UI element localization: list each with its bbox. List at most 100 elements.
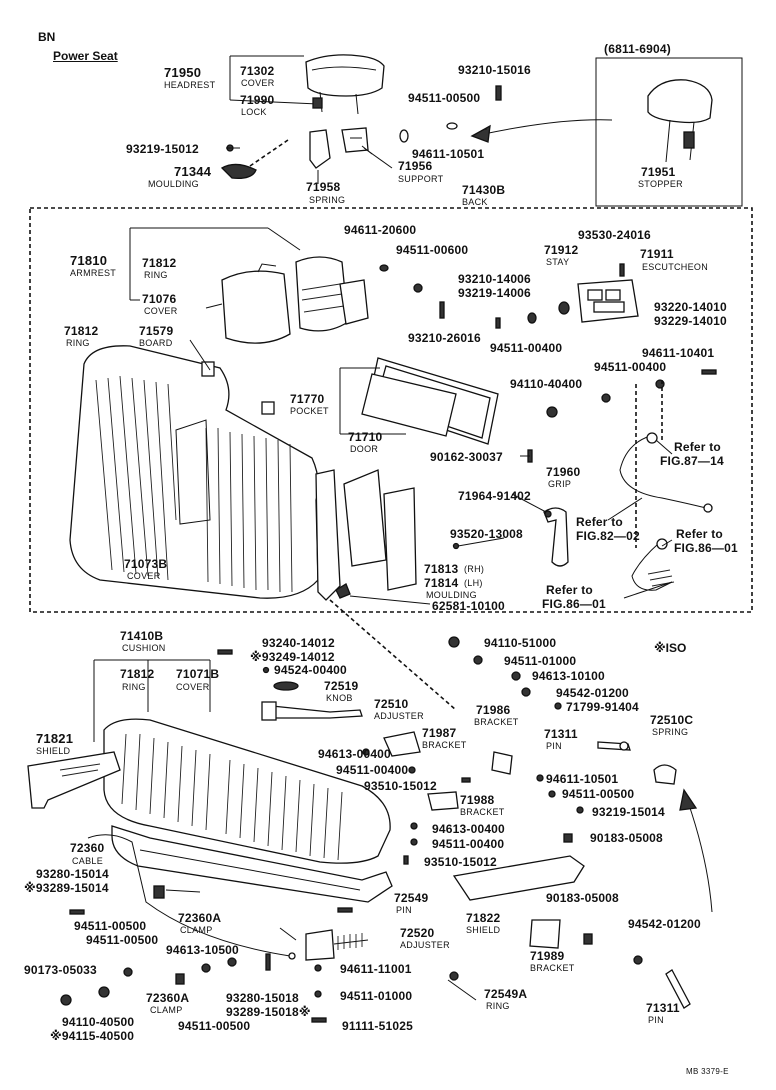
label-94613-00400-b: 94613-00400	[432, 822, 505, 836]
label-90162-30037: 90162-30037	[430, 450, 503, 464]
label-93289-15014: ※93289-15014	[24, 881, 109, 895]
ring-72549a	[449, 971, 459, 981]
bolt-93210-26016	[439, 301, 445, 319]
label-93510-15012-b: 93510-15012	[424, 855, 497, 869]
nut-94110-40500	[98, 986, 110, 998]
label-71311-a: 71311	[544, 727, 578, 741]
label-94511-00500-e: 94511-00500	[178, 1019, 251, 1033]
name-pin-72549: PIN	[396, 905, 412, 915]
inset-headrest-71951	[647, 79, 713, 163]
name-spring-71958: SPRING	[309, 195, 346, 205]
label-71410b: 71410B	[120, 629, 164, 643]
name-ring-a: RING	[144, 270, 168, 280]
cable-72360	[87, 834, 291, 957]
washer-94542-01200	[521, 687, 531, 697]
ref-fig87-line1: Refer to	[674, 440, 721, 454]
washer-94511-00500	[446, 122, 458, 130]
bracket-71986	[491, 751, 513, 775]
label-71710: 71710	[348, 430, 383, 444]
nut-94110-40400	[546, 406, 558, 418]
label-90183-05008-a: 90183-05008	[590, 831, 663, 845]
ref-fig82-line1: Refer to	[576, 515, 623, 529]
label-71430b: 71430B	[462, 183, 506, 197]
label-94511-00500-c: 94511-00500	[74, 919, 147, 933]
label-94524-00400: 94524-00400	[274, 663, 347, 677]
adjuster-72520	[305, 929, 335, 961]
shield-71822	[452, 855, 585, 901]
iso-arrow	[687, 801, 713, 913]
bolt-93240	[217, 649, 233, 655]
spring-71958	[309, 129, 331, 184]
label-72549: 72549	[394, 891, 429, 905]
label-71073b: 71073B	[124, 557, 168, 571]
label-94511-01000-a: 94511-01000	[504, 654, 577, 668]
label-94511-00500-a: 94511-00500	[408, 91, 481, 105]
side-71814: (LH)	[464, 578, 483, 588]
clip-62581	[335, 583, 351, 599]
label-93520-13008: 93520-13008	[450, 527, 523, 541]
screw-71964	[544, 510, 552, 518]
inset-arrowhead	[470, 124, 491, 143]
iso-note: ※ISO	[654, 641, 687, 655]
bolt-93220-14010	[701, 369, 717, 375]
name-bracket-71986: BRACKET	[474, 717, 519, 727]
name-pin-a: PIN	[546, 741, 562, 751]
label-93210-14006: 93210-14006	[458, 272, 531, 286]
label-94611-10401: 94611-10401	[642, 346, 715, 360]
name-headrest: HEADREST	[164, 80, 216, 90]
label-71812-a: 71812	[142, 256, 177, 270]
side-71813: (RH)	[464, 564, 485, 574]
washer-94613-10100	[511, 671, 521, 681]
label-94542-01200-a: 94542-01200	[556, 686, 629, 700]
label-71988: 71988	[460, 793, 495, 807]
label-90173-05033: 90173-05033	[24, 963, 97, 977]
model-code: BN	[38, 30, 56, 44]
nut-94110-51000	[448, 636, 460, 648]
label-93229-14010: 93229-14010	[654, 314, 727, 328]
label-71076: 71076	[142, 292, 177, 306]
bolt-93210-14006	[495, 317, 501, 329]
adjuster-72510	[271, 705, 363, 719]
ref-fig86a-line2: FIG.86—01	[674, 541, 738, 555]
label-93210-15016: 93210-15016	[458, 63, 531, 77]
label-94613-00400-a: 94613-00400	[318, 747, 391, 761]
label-71912: 71912	[544, 243, 579, 257]
label-72360: 72360	[70, 841, 105, 855]
inset-arrow	[483, 119, 613, 135]
label-71956: 71956	[398, 159, 433, 173]
label-94115-40500: ※94115-40500	[50, 1029, 135, 1043]
label-94611-11001: 94611-11001	[340, 962, 412, 976]
label-71950: 71950	[164, 65, 202, 80]
label-94611-20600: 94611-20600	[344, 223, 417, 237]
name-cushion: CUSHION	[122, 643, 166, 653]
name-board: BOARD	[139, 338, 173, 348]
label-90183-05008-b: 90183-05008	[546, 891, 619, 905]
name-stopper: STOPPER	[638, 179, 683, 189]
screw-93530-24016	[619, 263, 625, 277]
label-94511-00500-b: 94511-00500	[562, 787, 635, 801]
headrest-71950	[229, 54, 385, 115]
name-door: DOOR	[350, 444, 379, 454]
label-93280-15018: 93280-15018	[226, 991, 299, 1005]
label-72510c: 72510C	[650, 713, 694, 727]
name-bracket-71987: BRACKET	[422, 740, 467, 750]
spring-72510c	[653, 764, 677, 785]
bolt-93210-15016	[495, 85, 502, 101]
moulding-dash	[249, 139, 289, 167]
name-support: SUPPORT	[398, 174, 444, 184]
washer-94611-10501	[399, 129, 409, 143]
label-72510: 72510	[374, 697, 409, 711]
bracket-71988	[427, 791, 459, 811]
label-71810: 71810	[70, 253, 108, 268]
name-stay: STAY	[546, 257, 570, 267]
name-pin-b: PIN	[648, 1015, 664, 1025]
shield-71821	[27, 751, 121, 809]
label-93210-26016: 93210-26016	[408, 331, 481, 345]
label-71812-c: 71812	[120, 667, 155, 681]
label-93289-15018: 93289-15018※	[226, 1005, 311, 1019]
name-ring-72549a: RING	[486, 1001, 510, 1011]
board-71579	[315, 469, 341, 601]
moulding-71344	[220, 163, 257, 179]
label-71960: 71960	[546, 465, 581, 479]
